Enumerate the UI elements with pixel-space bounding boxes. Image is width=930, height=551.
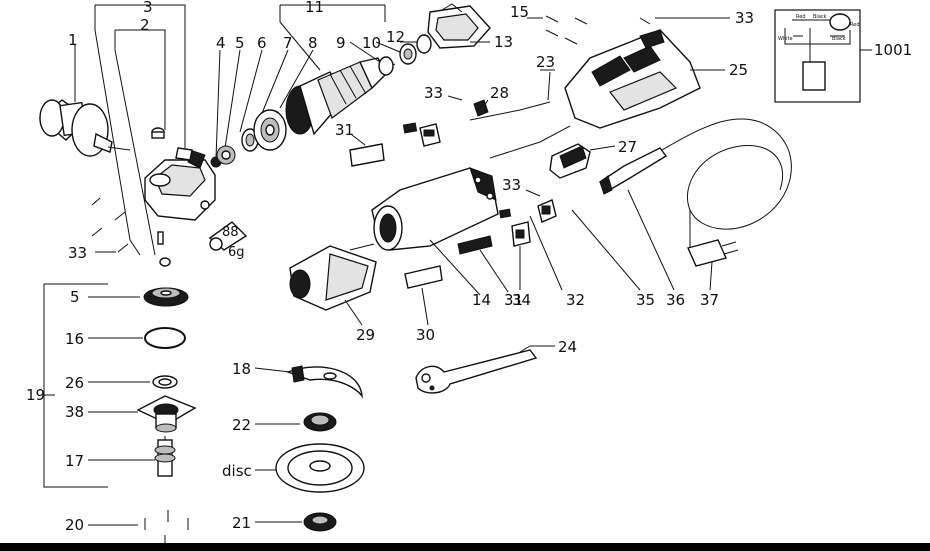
bearing-plate-part (253, 109, 287, 151)
callout-10: 10 (362, 34, 381, 52)
callout-18: 18 (232, 360, 251, 378)
strain-relief-part (473, 99, 489, 117)
callout-19: 19 (26, 386, 45, 404)
bearing-housing-part (136, 395, 197, 433)
side-handle-part (38, 99, 131, 157)
callout-38: 38 (65, 403, 84, 421)
wiring-tag-2: Black (813, 14, 827, 20)
retaining-ring-part (144, 327, 186, 349)
wiring-tag-1: Red (796, 14, 806, 20)
callout-33-left: 33 (68, 244, 87, 262)
callout-6: 6 (257, 34, 267, 52)
spindle-part (154, 436, 176, 477)
callout-14: 14 (472, 291, 491, 309)
bottom-border-bar (0, 543, 930, 551)
callout-11: 11 (305, 0, 324, 16)
callout-36: 36 (666, 291, 685, 309)
callout-20: 20 (65, 516, 84, 534)
callout-35: 35 (636, 291, 655, 309)
wiring-tag-3: White (778, 36, 793, 42)
grease-tube-label-88: 88 (222, 225, 239, 240)
callout-16: 16 (65, 330, 84, 348)
flange-screws-part (144, 510, 189, 547)
motor-housing-part (371, 167, 499, 251)
handle-housing-part (564, 29, 701, 129)
bevel-gear-part (143, 287, 189, 307)
callout-31-bottom: 31 (504, 291, 523, 309)
callout-1: 1 (68, 31, 78, 49)
callout-4: 4 (216, 34, 226, 52)
warning-label-part (404, 265, 443, 289)
callout-2: 2 (140, 16, 150, 34)
cord-protector-part (599, 147, 668, 195)
callout-8: 8 (308, 34, 318, 52)
callout-34: 34 (512, 291, 531, 309)
screw-set-left (91, 197, 171, 267)
callout-9: 9 (336, 34, 346, 52)
callout-17: 17 (65, 452, 84, 470)
callout-26: 26 (65, 374, 84, 392)
washer-part (152, 375, 178, 389)
callout-5-group: 5 (70, 288, 80, 306)
gear-housing-part (144, 147, 216, 221)
nameplate-part (457, 235, 493, 255)
callout-3: 3 (143, 0, 153, 16)
grease-tube-part (208, 221, 248, 251)
callout-31-top: 31 (335, 121, 354, 139)
callout-37: 37 (700, 291, 719, 309)
callout-1001: 1001 (874, 41, 912, 59)
stator-field-part (289, 243, 377, 311)
callout-disc: disc (222, 462, 252, 480)
callout-27: 27 (618, 138, 637, 156)
pin-spanner-part (415, 349, 538, 394)
callout-5-top: 5 (235, 34, 245, 52)
callout-15: 15 (510, 3, 529, 21)
callout-33-switch: 33 (502, 176, 521, 194)
callout-33-topright: 33 (735, 9, 754, 27)
callout-22: 22 (232, 416, 251, 434)
housing-screws-part (545, 15, 588, 45)
callout-7: 7 (283, 34, 293, 52)
callout-30: 30 (416, 326, 435, 344)
switch-housing-part (549, 143, 591, 179)
armature-bearing-part (378, 34, 432, 76)
pinion-gear-part (210, 145, 236, 168)
internal-wire-part (469, 101, 571, 159)
switch-part (511, 221, 531, 247)
wiring-diagram-inset (774, 9, 861, 103)
callout-12: 12 (386, 28, 405, 46)
grinding-disc-part (275, 443, 365, 493)
wheel-guard-part (285, 365, 363, 399)
fan-baffle-part (427, 3, 491, 49)
callout-23: 23 (536, 53, 555, 71)
wiring-tag-5: Red (850, 22, 860, 28)
callout-33-mid: 33 (424, 84, 443, 102)
inner-flange-part (303, 412, 337, 432)
callout-25: 25 (729, 61, 748, 79)
callout-21: 21 (232, 514, 251, 532)
callout-32: 32 (566, 291, 585, 309)
callout-29: 29 (356, 326, 375, 344)
callout-24: 24 (558, 338, 577, 356)
switch-button-part (498, 208, 512, 219)
power-cord-part (661, 118, 792, 267)
outer-flange-nut-part (303, 512, 337, 532)
carbon-brush-part (402, 122, 441, 147)
capacitor-part (537, 199, 557, 223)
callout-13: 13 (494, 33, 513, 51)
wiring-tag-4: Black (832, 36, 846, 42)
rubber-plug-part (151, 127, 165, 139)
grease-tube-label-6g: 6g (228, 245, 245, 260)
callout-28: 28 (490, 84, 509, 102)
rating-label-part (349, 143, 385, 167)
